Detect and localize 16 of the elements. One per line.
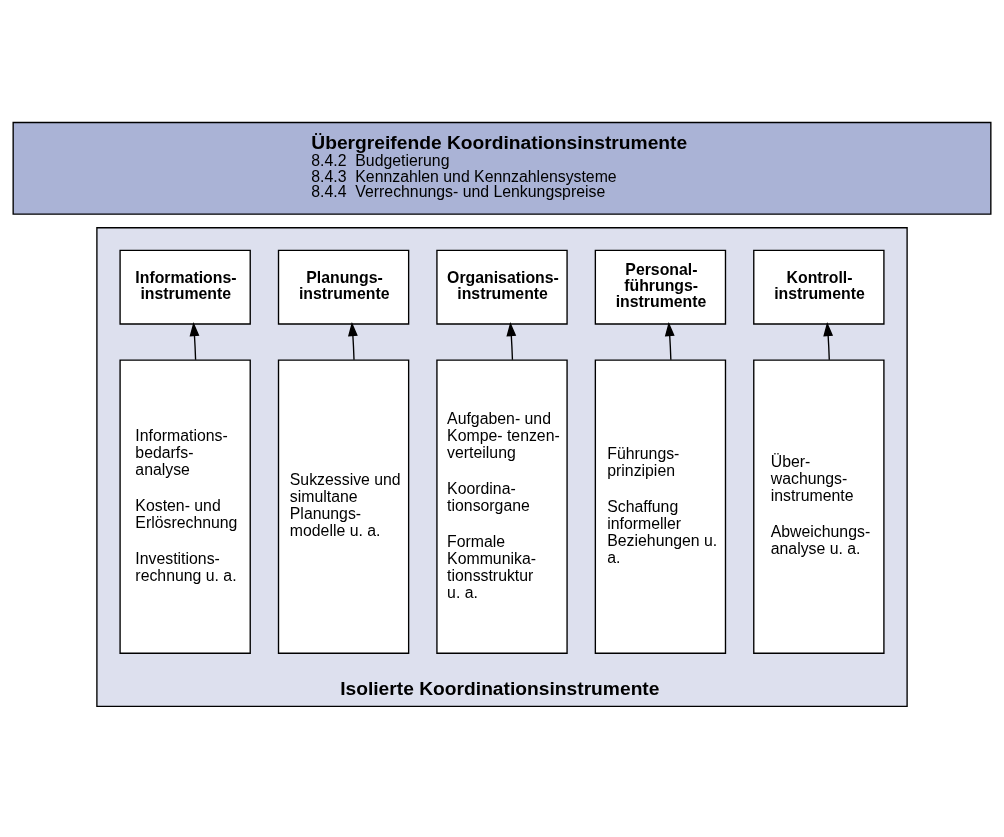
node-box: Organisations- instrumente	[436, 249, 568, 325]
node-box: Sukzessive und simultane Planungs- modelle u. a.	[277, 359, 410, 654]
node-box: Planungs- instrumente	[277, 249, 410, 325]
node-box: Kontroll- instrumente	[753, 249, 885, 325]
node-box: Informations- instrumente	[119, 249, 251, 325]
node-box: Personal- führungs- instrumente	[594, 249, 727, 325]
arrow	[823, 321, 834, 360]
node-box: Übergreifende Koordinationsinstrumente 8.4.2 Budgetierung 8.4.3 Kennzahlen und Kennzahlensysteme 8.4.4 Verrechnungs- und Lenkungspreise	[12, 121, 992, 215]
node-box: Informations- bedarfs- analyse Kosten- und Erlösrechnung Investitions- rechnung u. a.	[119, 359, 251, 654]
arrow	[664, 321, 675, 360]
arrow	[189, 321, 200, 360]
arrow	[348, 321, 358, 360]
node-box: Über- wachungs- instrumente Abweichungs- analyse u. a.	[753, 359, 885, 654]
arrow	[506, 321, 517, 360]
node-box: Aufgaben- und Kompe- tenzen- verteilung Koordina- tionsorgane Formale Kommunika- tionsstruktur u. a.	[436, 359, 568, 654]
node-box: Führungs- prinzipien Schaffung informeller Beziehungen u. a.	[594, 359, 727, 654]
